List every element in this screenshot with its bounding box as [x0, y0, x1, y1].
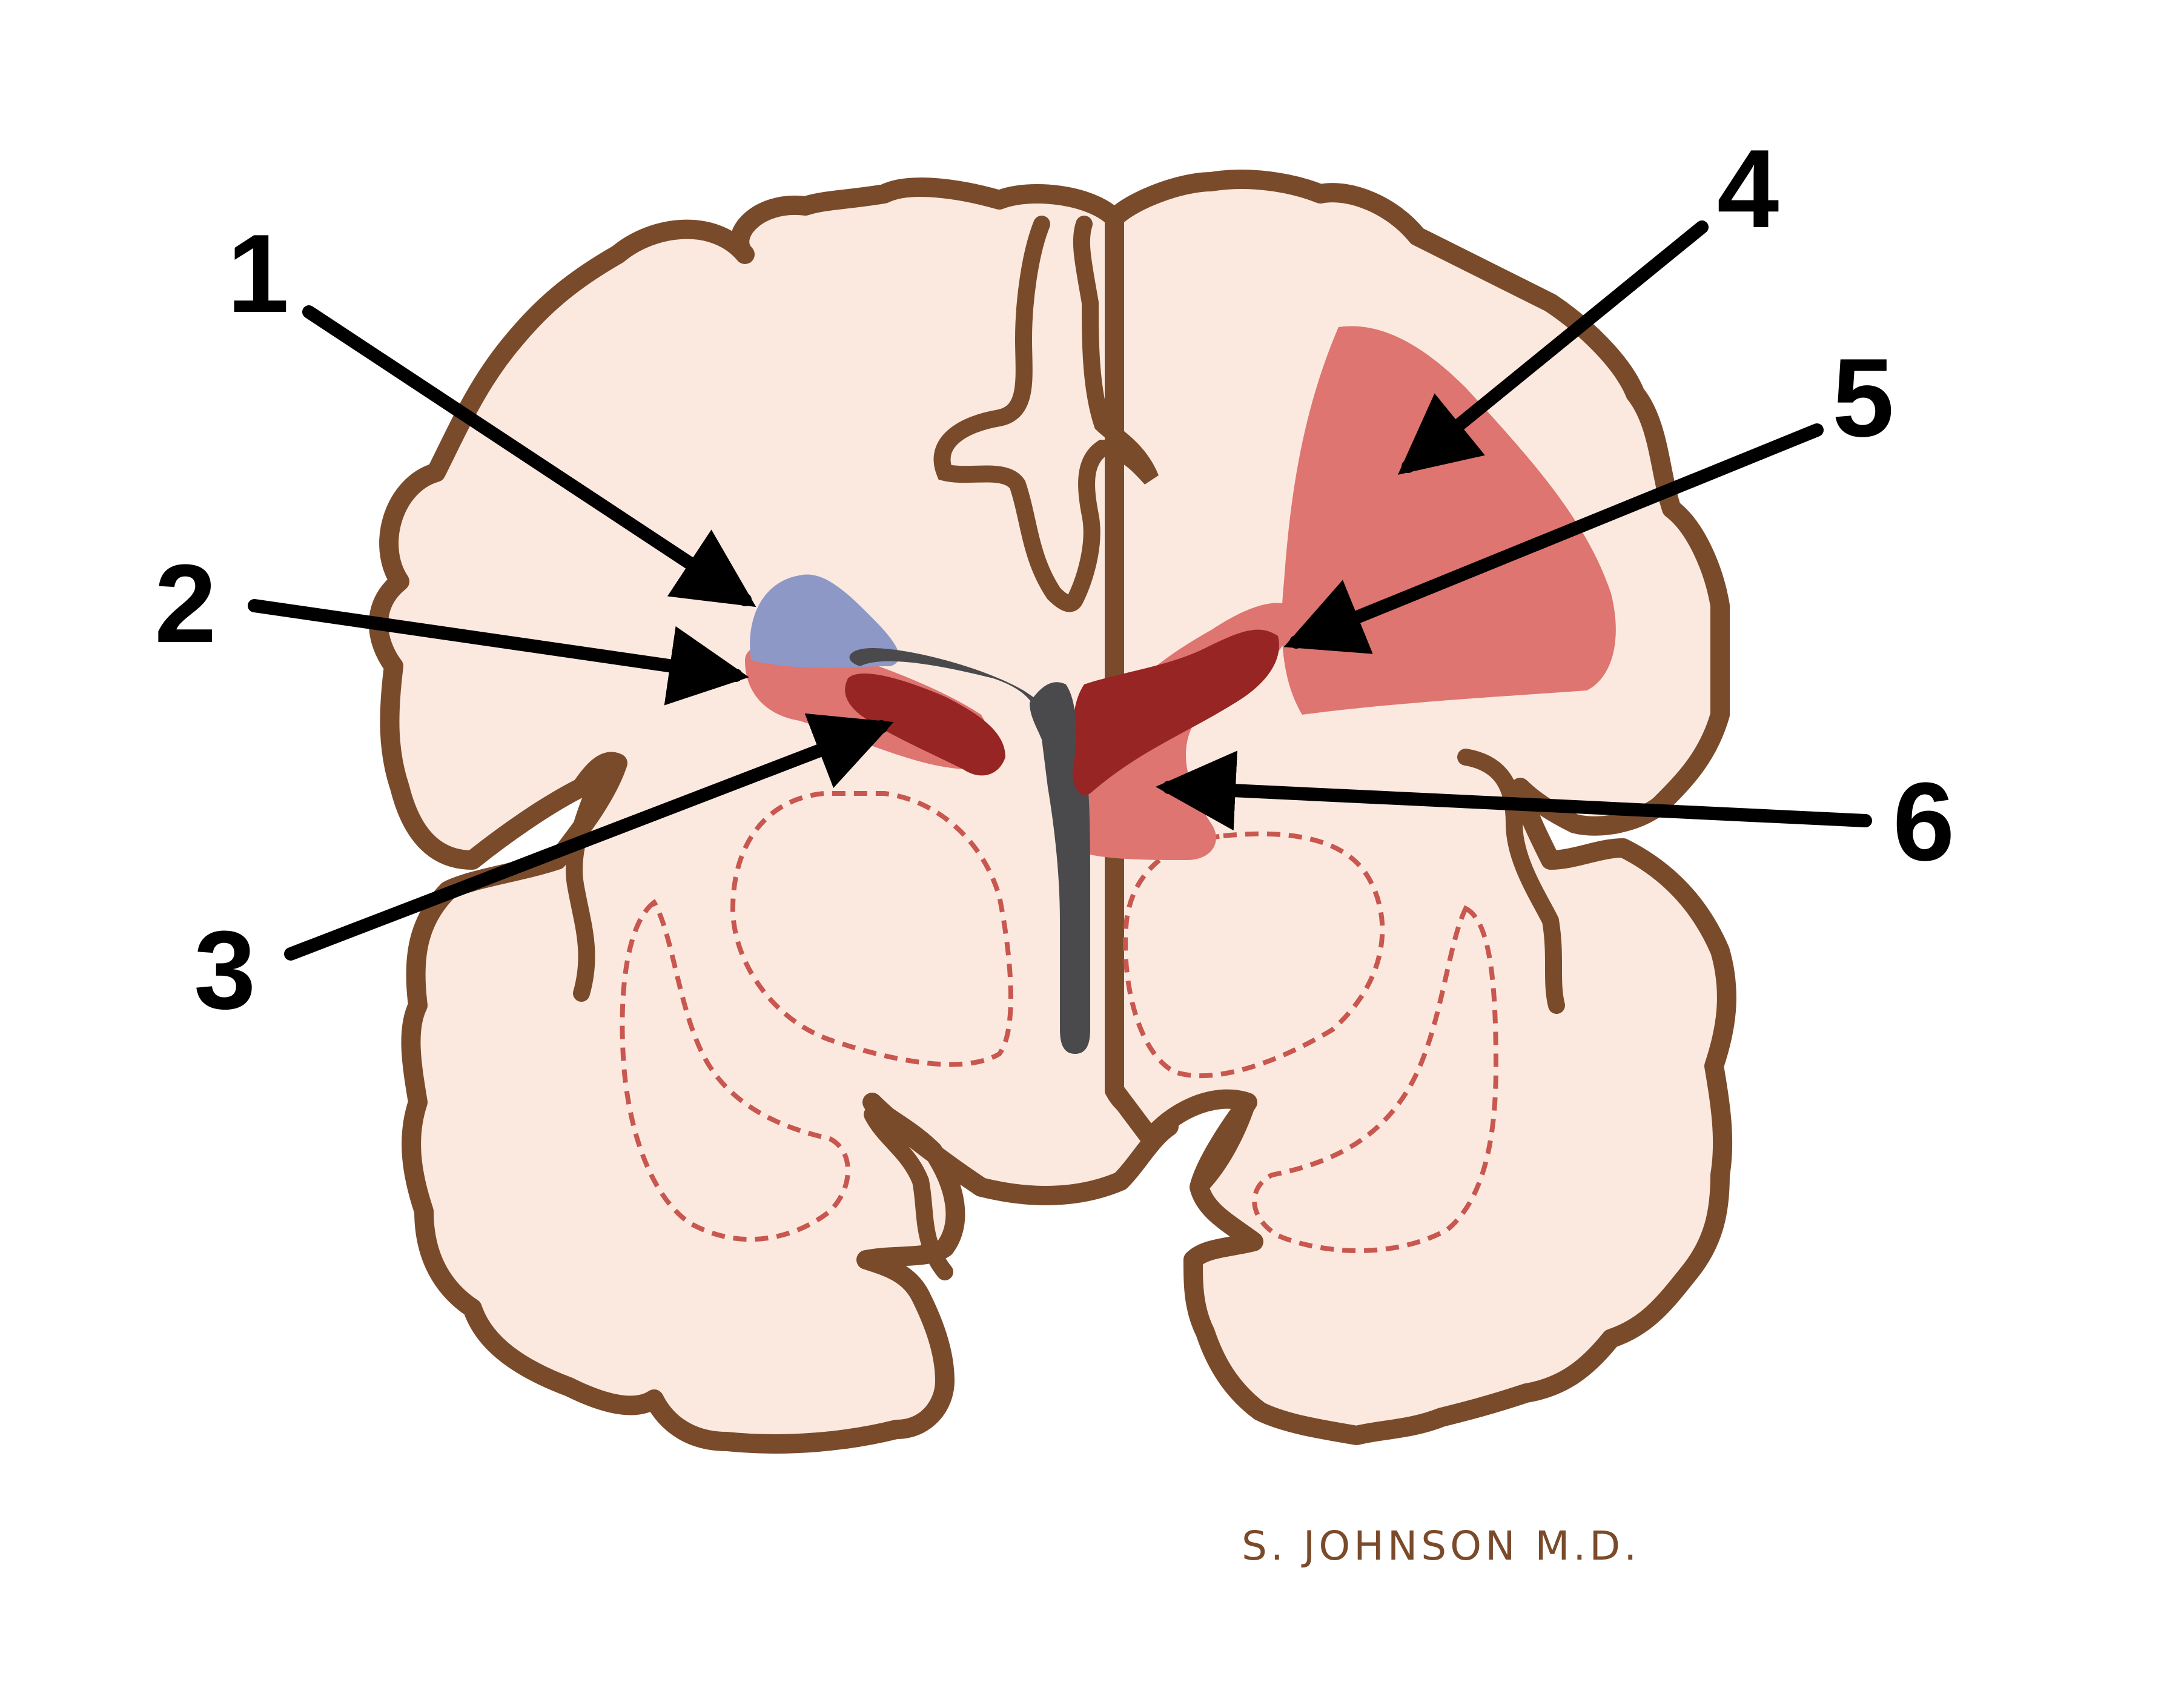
left-temporal-sulcus [864, 1106, 953, 1280]
leader-arrows [248, 220, 1872, 961]
label-2: 2 [154, 541, 216, 666]
artist-signature: S. JOHNSON M.D. [1242, 1523, 1640, 1569]
label-5: 5 [1832, 335, 1894, 460]
arrow-4 [1397, 220, 1709, 475]
right-sylvian-sulcus [1457, 749, 1565, 1014]
arrow-5 [1283, 423, 1824, 654]
arrow-3 [284, 713, 894, 961]
lateral-ventricle-left [849, 648, 1090, 1054]
label-3: 3 [194, 907, 256, 1032]
right-hemisphere [1105, 170, 1736, 1445]
region-1-blue [750, 574, 899, 668]
deep-gray-outlines [620, 791, 1499, 1253]
region-5-hemorrhage [1072, 629, 1279, 795]
region-3-hemorrhage [845, 673, 1005, 776]
label-4: 4 [1717, 126, 1779, 251]
arrow-2 [248, 599, 749, 706]
ventricle-right-horn [1030, 682, 1076, 836]
label-6: 6 [1893, 759, 1954, 884]
arrow-1 [302, 305, 756, 607]
longitudinal-fissure [933, 216, 1159, 612]
right-temporal-sulcus [1191, 1094, 1256, 1196]
left-sylvian-sulcus [566, 755, 614, 1002]
label-1: 1 [227, 211, 289, 336]
left-hemisphere [369, 177, 1179, 1454]
arrow-6 [1156, 750, 1872, 831]
